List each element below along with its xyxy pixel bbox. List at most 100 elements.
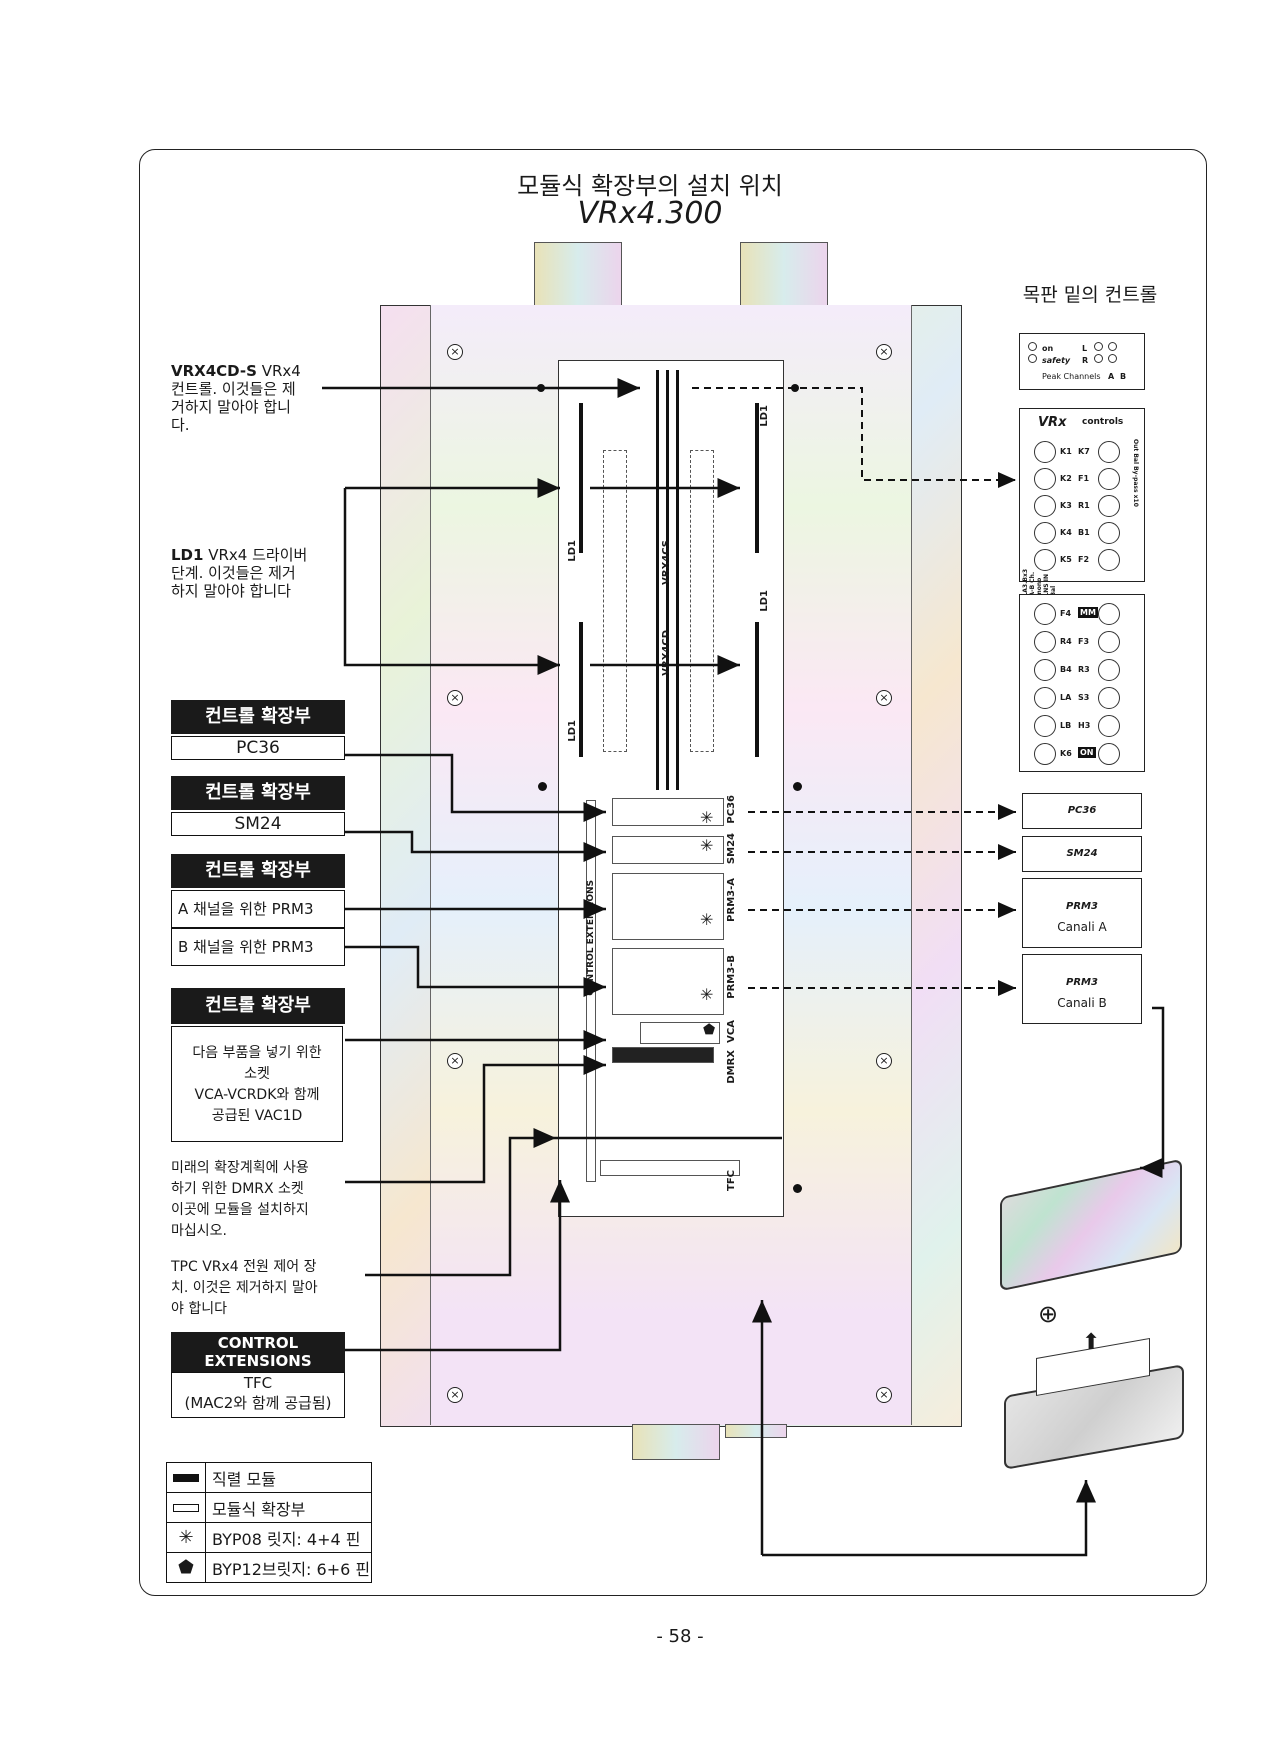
- screw-icon: ×: [447, 690, 463, 706]
- right-box-prm3-b: PRM3 Canali B: [1022, 954, 1142, 1024]
- page-number: - 58 -: [656, 1626, 704, 1647]
- legend: 직렬 모듈 모듈식 확장부 ✳ BYP08 릿지: 4+4 핀 ⬟ BYP12브…: [166, 1462, 372, 1583]
- pc36-label: PC36: [171, 736, 345, 760]
- ld1-callout: LD1 VRx4 드라이버 단계. 이것들은 제거 하지 말아야 합니다: [171, 546, 308, 600]
- page-title: 모듈식 확장부의 설치 위치: [517, 172, 783, 200]
- right-box-sm24: SM24: [1022, 836, 1142, 872]
- vca-description: 다음 부품을 넣기 위한 소켓 VCA-VCRDK와 함께 공급된 VAC1D: [171, 1026, 343, 1142]
- tpc-callout: TPC VRx4 전원 제어 장 치. 이것은 제거하지 말아 야 합니다: [171, 1259, 318, 1317]
- prm3b-slot: [612, 948, 724, 1015]
- knob-b4[interactable]: [1034, 659, 1056, 681]
- tfc-label: TFC(MAC2와 함께 공급됨): [171, 1372, 345, 1418]
- led-on: [1028, 342, 1037, 351]
- ld1-module-bar: [755, 403, 759, 553]
- tfc-slot: [600, 1160, 740, 1176]
- knob-r3[interactable]: [1098, 659, 1120, 681]
- dmrx-callout: 미래의 확장계획에 사용 하기 위한 DMRX 소켓 이곳에 모듈을 설치하지 …: [171, 1160, 309, 1239]
- knob-f4[interactable]: [1034, 603, 1056, 625]
- screw-icon: ×: [876, 344, 892, 360]
- prm3a-slot: [612, 873, 724, 940]
- mm-switch[interactable]: MM: [1078, 607, 1098, 618]
- legend-row: ⬟ BYP12브릿지: 6+6 핀: [167, 1553, 371, 1582]
- sm24-slot: [612, 836, 724, 864]
- led-safety: [1028, 354, 1037, 363]
- knob-f3[interactable]: [1098, 631, 1120, 653]
- star-icon: ✳: [700, 985, 714, 1004]
- mount-hole: [793, 1184, 802, 1193]
- knob-la[interactable]: [1034, 687, 1056, 709]
- connector-strip: [603, 450, 627, 752]
- bottom-tab-right: [725, 1424, 787, 1438]
- screw-icon: ×: [447, 344, 463, 360]
- screw-icon: ×: [876, 1387, 892, 1403]
- controls-panel: VRx controls LA3.Bx3 A-B Ch. mono LNS IN…: [1019, 408, 1145, 597]
- led-panel: on safety L R Peak Channels A B: [1019, 333, 1145, 390]
- knob-lb[interactable]: [1034, 715, 1056, 737]
- diamond-icon: ⬟: [703, 1022, 716, 1038]
- legend-row: 모듈식 확장부: [167, 1493, 371, 1523]
- vca-slot: [640, 1022, 720, 1044]
- page-frame: [139, 149, 1207, 1596]
- legend-row: 직렬 모듈: [167, 1463, 371, 1493]
- diamond-icon: ⬟: [167, 1553, 206, 1582]
- knob-on[interactable]: [1098, 743, 1120, 765]
- ld1-module-bar: [579, 622, 583, 757]
- mount-hole: [538, 782, 547, 791]
- side-panel-title: 목판 밑의 컨트롤: [1022, 284, 1158, 306]
- model-title: VRx4.300: [577, 196, 723, 231]
- vca-header: 컨트롤 확장부: [171, 988, 345, 1024]
- bottom-tab-left: [632, 1424, 720, 1460]
- lower-controls-panel: F4 R4 B4 LA LB K6 MM F3 R3 S3 H3 ON: [1019, 594, 1145, 772]
- led-peak: [1108, 354, 1117, 363]
- knob-s3[interactable]: [1098, 687, 1120, 709]
- vrx-logo: VRx: [1038, 415, 1067, 430]
- knob-f2[interactable]: [1098, 549, 1120, 571]
- prm3a-label: A 채널을 위한 PRM3: [171, 890, 345, 928]
- knob-k7[interactable]: [1098, 441, 1120, 463]
- knob-f1[interactable]: [1098, 468, 1120, 490]
- sm24-label: SM24: [171, 812, 345, 836]
- on-switch[interactable]: ON: [1078, 747, 1096, 758]
- ld1-module-bar: [755, 622, 759, 757]
- right-box-pc36: PC36: [1022, 793, 1142, 829]
- vrx4cd-module-bar: [676, 370, 679, 790]
- led-peak: [1094, 354, 1103, 363]
- connector-strip: [690, 450, 714, 752]
- star-icon: ✳: [700, 808, 714, 827]
- screw-icon: ×: [447, 1053, 463, 1069]
- prm3b-label: B 채널을 위한 PRM3: [171, 928, 345, 966]
- knob-k2[interactable]: [1034, 468, 1056, 490]
- pc36-slot: [612, 798, 724, 826]
- knob-k3[interactable]: [1034, 495, 1056, 517]
- knob-mm[interactable]: [1098, 603, 1120, 625]
- pc36-header: 컨트롤 확장부: [171, 700, 345, 734]
- heatsink-tab-right: [740, 242, 828, 308]
- screwdriver-icon: ⊕: [1038, 1300, 1059, 1328]
- ld1-module-bar: [579, 403, 583, 553]
- hollow-bar-icon: [167, 1493, 206, 1522]
- knob-k1[interactable]: [1034, 441, 1056, 463]
- knob-k5[interactable]: [1034, 549, 1056, 571]
- vrx4cd-module-bar: [666, 370, 669, 790]
- sm24-header: 컨트롤 확장부: [171, 776, 345, 810]
- knob-k4[interactable]: [1034, 522, 1056, 544]
- mount-hole: [793, 782, 802, 791]
- knob-b1[interactable]: [1098, 522, 1120, 544]
- screw-icon: ×: [876, 1053, 892, 1069]
- right-box-prm3-a: PRM3 Canali A: [1022, 878, 1142, 948]
- vrx4cd-s-callout: VRX4CD-S VRx4 컨트롤. 이것들은 제 거하지 말아야 합니 다.: [171, 362, 301, 434]
- arrow-up-icon: ⬆: [1082, 1330, 1101, 1355]
- knob-h3[interactable]: [1098, 715, 1120, 737]
- knob-r1[interactable]: [1098, 495, 1120, 517]
- vrx4cs-module-bar: [656, 370, 659, 790]
- knob-r4[interactable]: [1034, 631, 1056, 653]
- star-icon: ✳: [700, 910, 714, 929]
- screw-icon: ×: [447, 1387, 463, 1403]
- screw-icon: ×: [876, 690, 892, 706]
- knob-k6[interactable]: [1034, 743, 1056, 765]
- star-icon: ✳: [700, 836, 714, 855]
- led-peak: [1094, 342, 1103, 351]
- legend-row: ✳ BYP08 릿지: 4+4 핀: [167, 1523, 371, 1553]
